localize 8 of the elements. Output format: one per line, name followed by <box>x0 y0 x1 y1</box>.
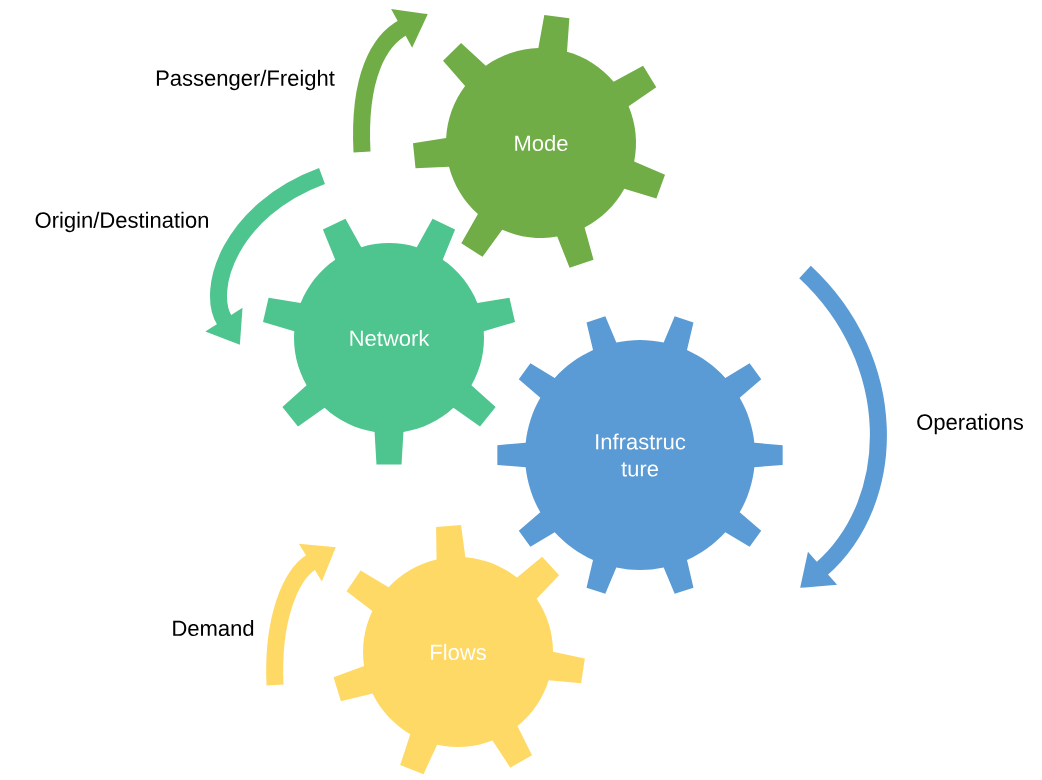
arrow-label: Origin/Destination <box>35 211 208 233</box>
gear: Mode <box>413 15 665 268</box>
gear: Infrastruc ture <box>497 316 783 594</box>
gear: Network <box>263 218 515 465</box>
arrow-label: Demand <box>173 619 254 637</box>
arrow-label: Operations <box>917 413 1023 435</box>
arrow-label: Passenger/Freight <box>156 69 335 91</box>
gear: Flows <box>333 525 585 775</box>
